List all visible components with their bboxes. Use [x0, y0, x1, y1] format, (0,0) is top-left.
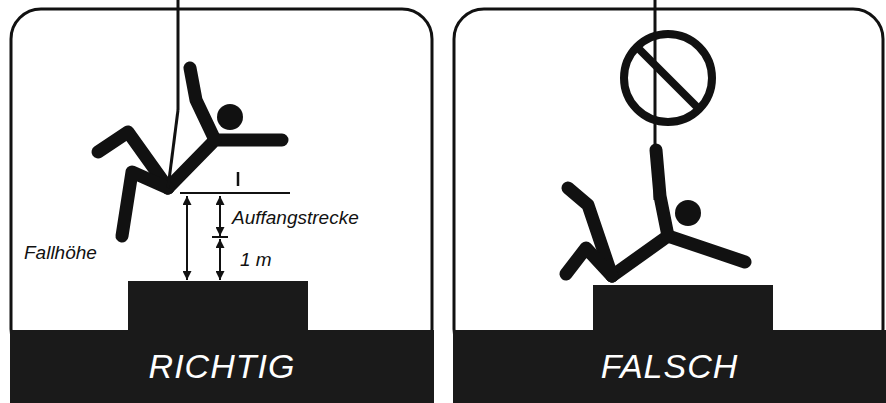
dimension-auffangstrecke	[219, 196, 221, 236]
label-band: FALSCH	[453, 330, 886, 403]
ground-block	[128, 281, 308, 331]
dimension-1m	[219, 239, 221, 280]
prohibition-slash	[637, 47, 699, 109]
person-head	[217, 104, 243, 130]
lanyard	[168, 110, 178, 188]
verdict-text: RICHTIG	[149, 347, 296, 386]
person-head	[675, 200, 701, 226]
rope	[177, 0, 180, 110]
falling-person	[566, 150, 745, 276]
dimension-label: Auffangstrecke	[232, 208, 359, 227]
verdict-text: FALSCH	[601, 347, 739, 386]
dimension-tick	[212, 236, 228, 238]
tick-mark	[237, 172, 240, 186]
panel-frame	[11, 9, 432, 359]
dimension-label: Fallhöhe	[24, 243, 97, 262]
label-band: RICHTIG	[10, 330, 434, 403]
fall-level-line	[180, 192, 290, 194]
panel-frame	[454, 9, 883, 359]
dimension-fallhoehe	[186, 196, 188, 280]
dimension-label: 1 m	[240, 250, 272, 269]
prohibition-sign	[624, 34, 712, 122]
ground-block	[593, 285, 773, 331]
